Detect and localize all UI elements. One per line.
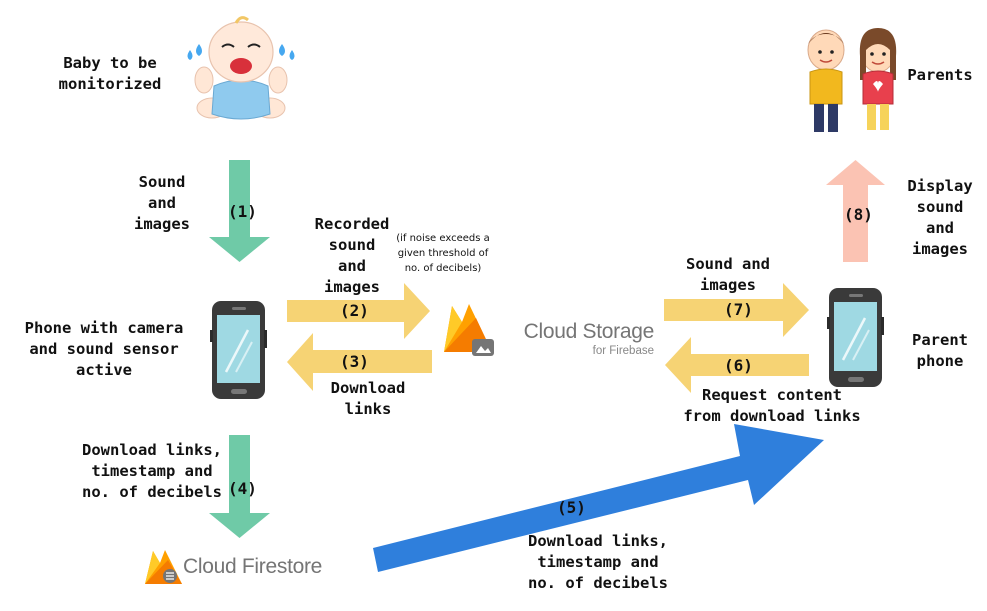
arrow-7: [664, 283, 809, 337]
parents-illustration: [807, 28, 897, 132]
arrow-4: [209, 435, 270, 538]
arrow-8: [826, 160, 885, 262]
arrow-5: [373, 424, 824, 572]
edge-5-label: Download links, timestamp and no. of dec…: [528, 532, 668, 592]
arrow-2: [287, 283, 430, 339]
baby-illustration: [187, 16, 295, 120]
arrow-6: [665, 337, 809, 393]
edge-2-step: (2): [340, 301, 369, 320]
edge-1-step: (1): [228, 202, 257, 221]
firebase-flame-icon-firestore: [145, 550, 182, 584]
cloud-storage-name: Cloud Storage: [523, 320, 655, 343]
parents-label: Parents: [907, 66, 973, 84]
edge-7-step: (7): [724, 300, 753, 319]
cloud-storage-sub: for Firebase: [592, 345, 654, 357]
edge-8-step: (8): [844, 205, 873, 224]
arrow-1: [209, 160, 270, 262]
edge-3-step: (3): [340, 352, 369, 371]
edge-4-label: Download links, timestamp and no. of dec…: [82, 441, 222, 501]
edge-7-label: Sound and images: [686, 255, 770, 294]
edge-2-note: (if noise exceeds a given threshold of n…: [396, 233, 490, 274]
edge-4-step: (4): [228, 479, 257, 498]
edge-3-label: Download links: [330, 379, 406, 418]
sender-phone-label: Phone with camera and sound sensor activ…: [24, 319, 184, 379]
edge-6-label: Request content from download links: [683, 386, 861, 425]
edge-8-label: Display sound and images: [907, 177, 973, 258]
cloud-storage-logo: Cloud Storage for Firebase: [502, 320, 655, 358]
arrow-3: [287, 333, 432, 391]
edge-1-label: Sound and images: [134, 173, 190, 233]
firebase-flame-icon-storage: [444, 304, 494, 356]
parent-phone-icon: [827, 288, 884, 387]
edge-5-step: (5): [557, 498, 586, 517]
edge-2-label: Recorded sound and images: [314, 215, 390, 296]
parent-phone-label: Parent phone: [912, 331, 968, 370]
cloud-firestore-logo: Cloud Firestore: [183, 555, 323, 578]
baby-label: Baby to be monitorized: [58, 54, 162, 93]
edge-6-step: (6): [724, 356, 753, 375]
sender-phone-icon: [210, 301, 267, 399]
